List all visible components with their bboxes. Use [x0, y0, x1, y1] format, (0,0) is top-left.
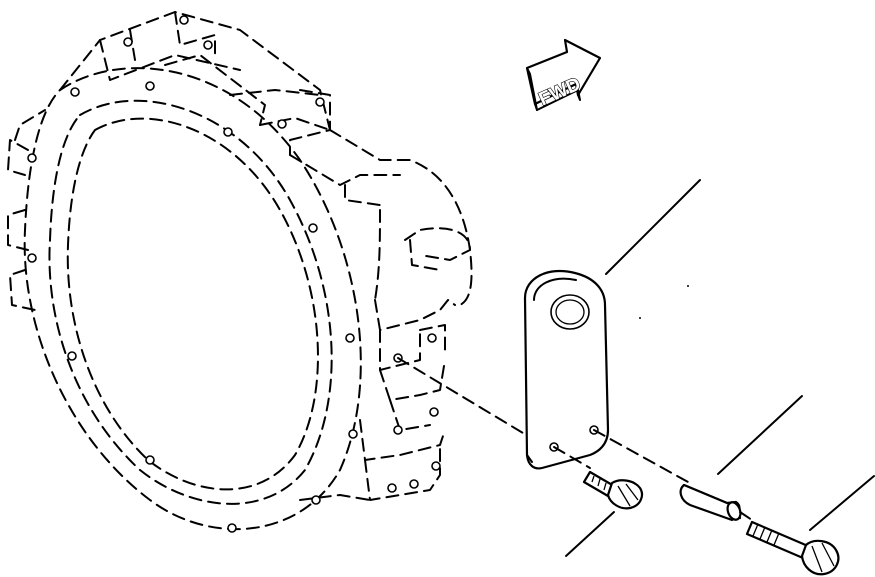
- forward-arrow-icon: FWD: [525, 38, 602, 111]
- spacer-sleeve: [679, 483, 742, 522]
- bolt-small: [582, 470, 644, 510]
- assembly-center-lines: [397, 357, 753, 521]
- flywheel-housing: [7, 11, 473, 533]
- mounting-bracket: [523, 269, 610, 470]
- bolt-long: [745, 520, 840, 576]
- callout-leader-lines: [565, 179, 875, 557]
- stray-marks: [639, 285, 689, 319]
